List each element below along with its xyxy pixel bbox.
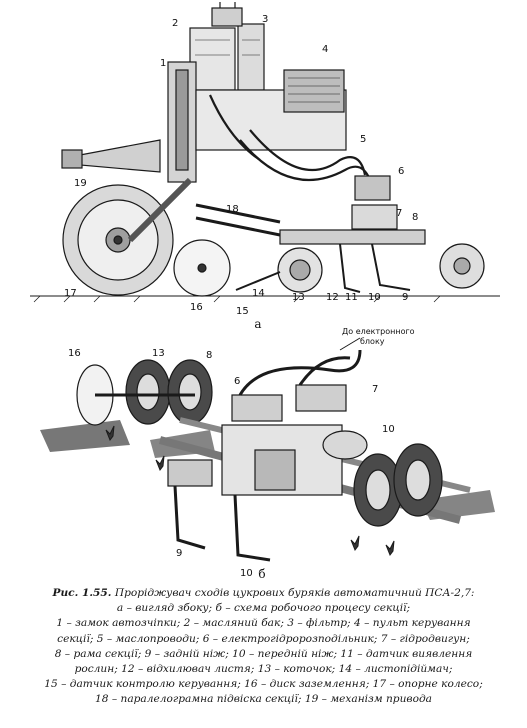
front-knife [339, 243, 361, 293]
view-a-callout-12: 12 [326, 292, 339, 303]
sublabel-b: б [258, 567, 265, 581]
view-b-callout-10: 10 [382, 424, 395, 435]
view-a-callout-11: 11 [345, 292, 358, 303]
labels-b: 16 13 8 6 7 10 9 10 [68, 348, 395, 579]
view-a-callout-8: 8 [412, 212, 418, 223]
caption-legend-line: 1 – замок автозчіпки; 2 – масляний бак; … [56, 617, 471, 630]
view-a-callout-13: 13 [292, 292, 305, 303]
view-a-callout-4: 4 [322, 44, 328, 55]
view-b-callout-16: 16 [68, 348, 81, 359]
view-b-callout-6: 6 [234, 376, 240, 387]
front-knife-b [233, 494, 271, 562]
view-a-callout-6: 6 [398, 166, 404, 177]
caption-legend-line: 8 – рама секції; 9 – задній ніж; 10 – пе… [54, 647, 473, 660]
electrohydraulic-distributor [354, 175, 391, 201]
note-electronic-block-1: До електронного [342, 327, 415, 336]
view-a-callout-3: 3 [262, 14, 268, 25]
view-a-callout-17: 17 [64, 288, 77, 299]
side-view-a [30, 2, 500, 303]
sublabel-a: а [254, 317, 261, 331]
view-a-callout-18: 18 [226, 204, 239, 215]
view-b-callout-13: 13 [152, 348, 165, 359]
oil-pipes [208, 94, 372, 182]
view-a-callout-14: 14 [252, 288, 265, 299]
hydraulic-motor [351, 204, 398, 230]
view-a-callout-5: 5 [360, 134, 366, 145]
note-electronic-block-2: блоку [360, 337, 385, 346]
caption-views: а – вигляд збоку; б – схема робочого про… [116, 602, 411, 615]
hydraulic-motor-b [322, 430, 368, 460]
view-a-callout-9: 9 [402, 292, 408, 303]
view-a-callout-16: 16 [190, 302, 203, 313]
view-a-callout-19: 19 [74, 178, 87, 189]
caption-legend-line: рослин; 12 – відхилювач листя; 13 – кото… [74, 663, 453, 676]
figure-caption: Рис. 1.55. Проріджувач сходів цукрових б… [8, 586, 519, 708]
caption-title: Рис. 1.55. Проріджувач сходів цукрових б… [8, 586, 519, 601]
caption-legend-line: 18 – паралелограмна підвіска секції; 19 … [95, 693, 432, 706]
rear-knife [371, 243, 411, 291]
view-b-callout-10: 10 [240, 568, 253, 579]
control-panel [283, 69, 345, 113]
drive-mechanism [79, 139, 161, 173]
caption-title-number: Рис. 1.55. [52, 587, 112, 599]
caption-legend-line: 15 – датчик контролю керування; 16 – дис… [44, 678, 483, 691]
view-b-callout-7: 7 [372, 384, 378, 395]
filter [237, 23, 265, 91]
rear-knife-b [173, 485, 206, 550]
caption-title-text: Проріджувач сходів цукрових буряків авто… [111, 587, 475, 599]
view-a-callout-15: 15 [236, 306, 249, 317]
view-b-callout-9: 9 [176, 548, 182, 559]
process-view-b [40, 337, 495, 562]
view-b-callout-8: 8 [206, 350, 212, 361]
section-frame [279, 229, 426, 245]
parallelogram-suspension [195, 203, 281, 237]
caption-legend-line: секції; 5 – маслопроводи; 6 – електрогід… [57, 632, 470, 645]
view-a-callout-7: 7 [396, 208, 402, 219]
view-a-callout-2: 2 [172, 18, 178, 29]
view-a-callout-1: 1 [160, 58, 166, 69]
distributor-1-b [231, 394, 283, 422]
distributor-2-b [295, 384, 347, 412]
oil-tank [189, 27, 236, 91]
view-a-callout-10: 10 [368, 292, 381, 303]
